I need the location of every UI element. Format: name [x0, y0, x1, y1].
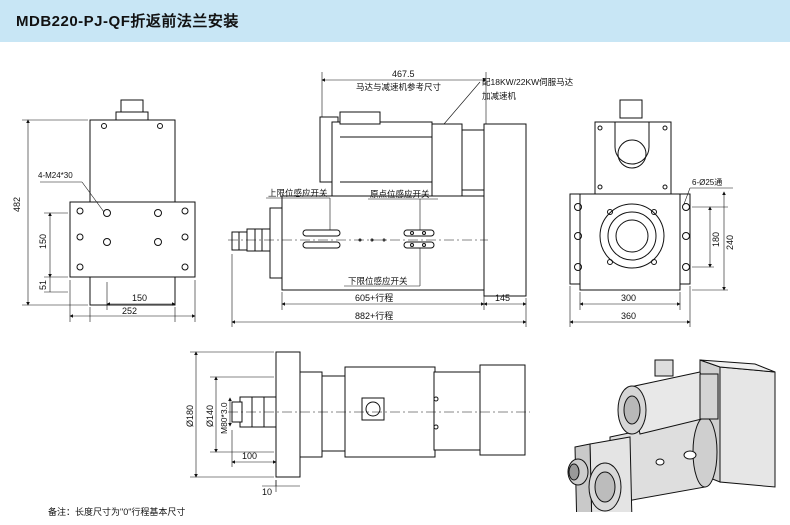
end-view: [569, 99, 733, 327]
dim-882: 882+行程: [355, 310, 393, 321]
dim-d180: Ø180: [185, 405, 195, 427]
dim-d140: Ø140: [205, 405, 215, 427]
drawing-canvas: 4-M24*30 482 150 51 150 252: [12, 69, 776, 512]
dim-10: 10: [262, 487, 272, 497]
dim-145: 145: [495, 293, 510, 303]
side-view: [22, 99, 196, 322]
origin-label: 原点位感应开关: [370, 189, 430, 199]
dim-605: 605+行程: [355, 292, 393, 303]
front-view: [228, 72, 527, 327]
reducer-label: 加减速机: [482, 91, 517, 101]
dim-467-5: 467.5: [392, 69, 415, 79]
motor-spec-label: 配18KW/22KW伺服马达: [482, 77, 574, 87]
upper-limit-label: 上限位感应开关: [268, 188, 328, 198]
footnote: 备注：长度尺寸为"0"行程基本尺寸: [48, 507, 186, 517]
dim-300: 300: [621, 293, 636, 303]
dim-150-vertical: 150: [38, 234, 48, 249]
title-banner: MDB220-PJ-QF折返前法兰安装: [0, 0, 790, 42]
dim-150-horizontal: 150: [132, 293, 147, 303]
dim-100: 100: [242, 451, 257, 461]
page-title: MDB220-PJ-QF折返前法兰安装: [16, 13, 239, 30]
dim-482: 482: [12, 197, 22, 212]
dim-252: 252: [122, 306, 137, 316]
lower-limit-label: 下限位感应开关: [348, 276, 408, 286]
dim-51: 51: [38, 280, 48, 290]
bottom-view: [190, 351, 530, 492]
motor-ref-label: 马达与减速机参考尺寸: [356, 82, 442, 92]
thread-label: 4-M24*30: [38, 171, 73, 180]
isometric-view: [567, 359, 776, 512]
dim-360: 360: [621, 311, 636, 321]
dim-m80: M80*3.0: [219, 402, 229, 434]
holes-label: 6-Ø25通: [692, 177, 722, 187]
dim-240: 240: [725, 235, 735, 250]
dim-180-end: 180: [711, 232, 721, 247]
